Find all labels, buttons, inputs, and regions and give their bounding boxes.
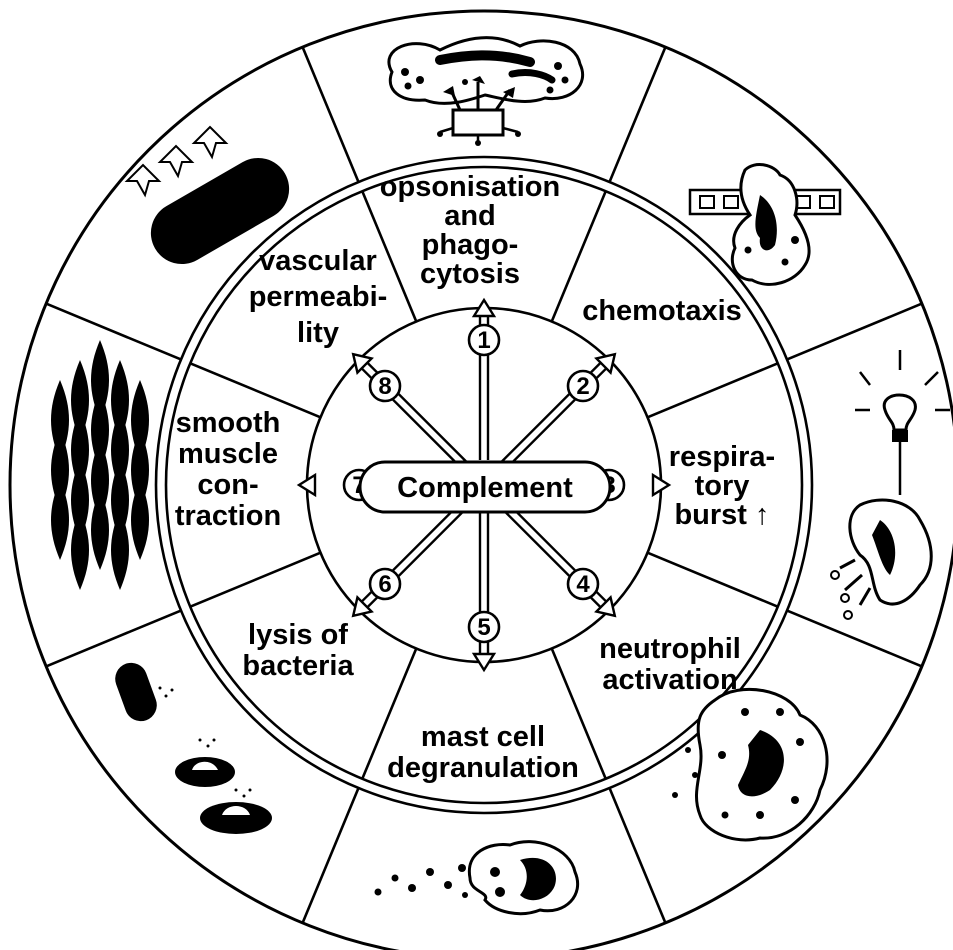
outer-divider [303,47,359,182]
outcome-label-line: smooth [176,407,281,439]
mast-cell-icon [375,842,578,914]
outcome-label-line: cytosis [420,258,520,290]
outcome-label-line: and [444,200,496,232]
arrow-8: 8 [353,354,469,470]
outcome-label-line: traction [175,500,281,532]
inner-divider [648,363,778,417]
lightbulb-cell-icon [831,350,950,619]
muscle-cell [91,490,109,570]
number-label: 1 [477,327,490,354]
inner-divider [648,553,778,607]
number-label: 6 [378,571,391,598]
outcome-label-line: opsonisation [380,171,560,203]
outer-divider [787,611,922,667]
outcome-label-line: vascular [259,245,377,277]
arrow-2: 2 [499,354,615,470]
number-label: 2 [576,373,589,400]
number-label: 5 [477,614,490,641]
outcome-label-line: lysis of [248,619,348,651]
smooth-muscle-icon [51,340,149,590]
outcome-label-line: tory [695,470,750,502]
outcome-label-line: permeabi- [249,281,388,313]
outer-divider [303,788,359,923]
outer-divider [610,47,666,182]
number-label: 8 [378,373,391,400]
migrating-cell-icon [690,165,840,285]
muscle-cell [131,480,149,560]
outcome-label-line: con- [197,469,258,501]
outcome-label-line: activation [602,664,737,696]
arrow-5: 5 [469,510,499,670]
neutrophil-icon [672,689,827,840]
muscle-cell [71,510,89,590]
inner-divider [190,553,320,607]
outcome-label-line: bacteria [242,650,354,682]
outcome-label-line: neutrophil [599,633,741,665]
muscle-cell [51,480,69,560]
outcome-label-line: phago- [422,229,519,261]
outcome-label-line: muscle [178,438,278,470]
outcome-label-line: burst ↑ [674,499,769,531]
arrow-4: 4 [499,500,615,616]
arrow-6: 6 [353,500,469,616]
outer-divider [46,611,181,667]
outcome-label-2: chemotaxis [582,295,742,327]
outer-divider [787,304,922,360]
outcome-label-line: mast cell [421,721,545,753]
outer-divider [46,304,181,360]
complement-box: Complement [360,462,610,512]
outcome-label-line: respira- [669,441,775,473]
muscle-cell [111,510,129,590]
outcome-label-8: vascular permeabi-lity [249,245,388,349]
arrow-1: 1 [469,300,499,460]
outcome-label-line: chemotaxis [582,295,742,327]
number-label: 4 [576,571,590,598]
complement-label: Complement [397,472,573,504]
outcome-label-line: degranulation [387,752,579,784]
phagocyte-icon [389,38,583,146]
outcome-label-line: lity [297,317,339,349]
outer-divider [610,788,666,923]
